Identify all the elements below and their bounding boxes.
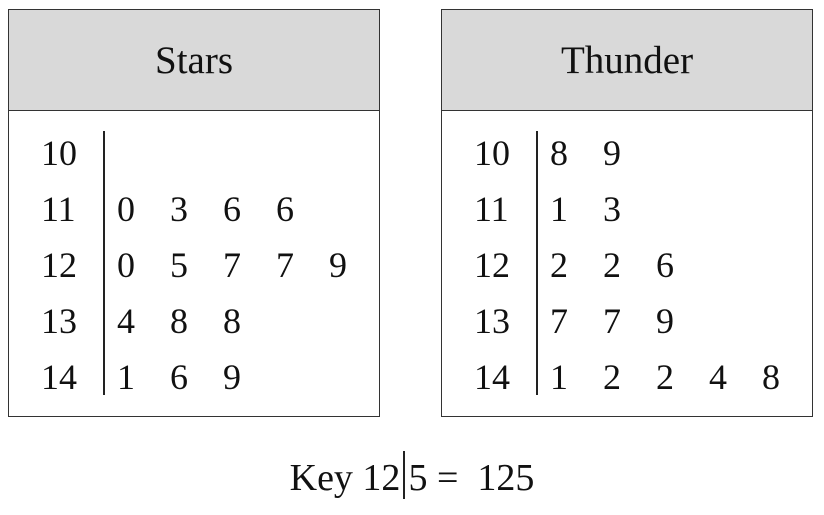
leaf-value: 1 <box>550 189 568 229</box>
leaf-value: 2 <box>656 357 674 397</box>
stem-value: 11 <box>41 189 76 229</box>
leaf-value: 2 <box>603 245 621 285</box>
leaf-value: 2 <box>603 357 621 397</box>
stem-divider-line <box>536 131 538 395</box>
key-suffix: = 125 <box>427 457 535 499</box>
leaf-value: 6 <box>276 189 294 229</box>
leaf-value: 0 <box>117 189 135 229</box>
leaf-value: 7 <box>550 301 568 341</box>
leaf-value: 7 <box>223 245 241 285</box>
leaf-value: 1 <box>117 357 135 397</box>
leaf-value: 9 <box>223 357 241 397</box>
leaf-value: 7 <box>276 245 294 285</box>
stem-divider-line <box>103 131 105 395</box>
leaf-value: 0 <box>117 245 135 285</box>
stem-value: 12 <box>41 245 77 285</box>
leaf-value: 9 <box>656 301 674 341</box>
stem-value: 13 <box>41 301 77 341</box>
key-divider-line <box>403 451 406 500</box>
plot-title: Thunder <box>442 10 812 111</box>
leaf-value: 6 <box>223 189 241 229</box>
leaf-value: 4 <box>709 357 727 397</box>
leaf-value: 2 <box>550 245 568 285</box>
stem-value: 14 <box>474 357 510 397</box>
stem-value: 12 <box>474 245 510 285</box>
leaf-value: 3 <box>603 189 621 229</box>
leaf-value: 7 <box>603 301 621 341</box>
plot-title: Stars <box>9 10 379 111</box>
leaf-value: 9 <box>603 133 621 173</box>
leaf-value: 8 <box>550 133 568 173</box>
leaf-value: 9 <box>329 245 347 285</box>
stem-value: 10 <box>474 133 510 173</box>
leaf-value: 8 <box>223 301 241 341</box>
leaf-value: 1 <box>550 357 568 397</box>
leaf-value: 8 <box>762 357 780 397</box>
leaf-value: 3 <box>170 189 188 229</box>
stem-value: 13 <box>474 301 510 341</box>
stem-value: 11 <box>474 189 509 229</box>
leaf-value: 6 <box>656 245 674 285</box>
key-prefix: Key 12 <box>289 457 401 499</box>
leaf-value: 8 <box>170 301 188 341</box>
key-leaf: 5 <box>408 457 428 499</box>
leaf-value: 4 <box>117 301 135 341</box>
stem-value: 10 <box>41 133 77 173</box>
stem-value: 14 <box>41 357 77 397</box>
leaf-value: 5 <box>170 245 188 285</box>
leaf-value: 6 <box>170 357 188 397</box>
